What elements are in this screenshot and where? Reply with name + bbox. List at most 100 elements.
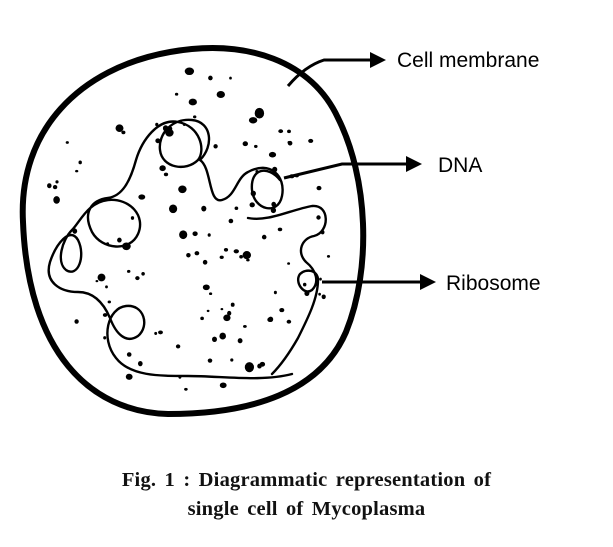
ribosome-dot [220, 308, 224, 311]
ribosome-dot [200, 316, 204, 321]
ribosome-dot [308, 138, 314, 143]
ribosome-dot [223, 314, 231, 322]
arrow-dna [283, 162, 408, 180]
ribosome-dot [230, 302, 235, 307]
ribosome-dot [244, 362, 255, 373]
caption-line-1: Fig. 1 : Diagrammatic representation of [121, 469, 492, 491]
ribosome-dot [208, 75, 213, 81]
ribosome-dot [74, 319, 79, 324]
ribosome-dot [257, 363, 262, 369]
ribosome-dot [318, 292, 321, 296]
ribosome-dot [202, 259, 208, 265]
ribosome-dot [233, 249, 239, 254]
ribosome-dot [254, 144, 258, 148]
ribosome-dot [165, 128, 174, 137]
ribosome-dot [319, 277, 322, 281]
ribosome-dot [121, 130, 126, 135]
ribosome-dot [155, 122, 159, 127]
ribosome-dot [135, 276, 140, 281]
ribosome-dot [223, 247, 229, 252]
ribosome-dot [47, 183, 52, 189]
ribosome-dot [219, 255, 224, 260]
ribosome-dot [228, 218, 234, 224]
ribosome-dot [246, 258, 250, 262]
ribosome-dot [75, 169, 79, 173]
ribosome-dot [159, 165, 166, 172]
ribosome-dot [212, 336, 217, 343]
ribosome-dot [95, 280, 99, 283]
ribosome-dot [115, 124, 124, 133]
ribosome-dot [207, 233, 211, 237]
ribosome-dot [316, 185, 322, 191]
ribosome-dot [202, 284, 210, 291]
figure-caption: Fig. 1 : Diagrammatic representation of … [0, 466, 613, 524]
ribosome-dot [65, 141, 69, 144]
ribosome-dot [188, 98, 197, 106]
arrowhead-dna [406, 156, 422, 172]
ribosome-dot [174, 92, 179, 96]
dna-strand-upper [246, 204, 327, 376]
ribosome-dot [268, 316, 274, 322]
ribosome-dot [158, 330, 163, 335]
ribosome-dot [207, 358, 213, 363]
ribosome-dot [261, 234, 267, 240]
ribosome-dot [219, 382, 227, 389]
ribosome-dot [107, 300, 112, 304]
ribosome-dot [273, 290, 277, 295]
ribosome-dot [229, 76, 232, 80]
ribosome-dot [163, 172, 169, 177]
dna-strand [47, 118, 294, 380]
ribosome-dot [125, 373, 133, 380]
ribosome-dot [287, 262, 291, 265]
caption-line-2: single cell of Mycoplasma [187, 498, 426, 520]
ribosome-dot [126, 352, 132, 357]
ribosome-dot [279, 308, 285, 313]
ribosome-dot [154, 331, 158, 335]
mycoplasma-diagram: Cell membrane DNA Ribosome [19, 45, 541, 417]
ribosome-dot [138, 194, 146, 200]
ribosome-dot [321, 294, 326, 300]
ribosome-dot [97, 273, 106, 282]
ribosome-dot [227, 310, 232, 316]
ribosome-dot [243, 324, 247, 328]
ribosome-dot [53, 196, 60, 204]
ribosome-dot [168, 204, 178, 214]
ribosome-dot [254, 107, 265, 119]
ribosome-dot [213, 144, 218, 149]
ribosome-dot [193, 115, 197, 119]
label-cell-membrane: Cell membrane [397, 49, 539, 72]
ribosome-dot [117, 237, 122, 243]
ribosome-dot [192, 231, 198, 237]
ribosome-dot [326, 255, 331, 258]
ribosome-dot [234, 206, 239, 211]
ribosome-dot [186, 252, 191, 258]
ribosome-dot [287, 129, 291, 134]
ribosome-dot [216, 90, 225, 99]
ribosome-dot [286, 319, 292, 324]
ribosome-dot [137, 360, 143, 367]
ribosome-dot [126, 269, 131, 273]
ribosome-dot [55, 180, 59, 184]
ribosome-dot [206, 309, 210, 313]
ribosome-dot [103, 336, 107, 340]
ribosome-dot [52, 185, 58, 190]
arrowhead-ribosome [420, 274, 436, 290]
ribosome-dot [249, 202, 255, 208]
ribosome-dot [184, 387, 188, 391]
ribosome-dot [184, 67, 195, 76]
ribosome-dot [179, 230, 188, 240]
ribosome-dot [208, 292, 213, 296]
ribosome-dot [287, 140, 291, 144]
ribosome-dot [102, 313, 108, 317]
ribosome-dot [230, 358, 234, 362]
ribosome-dot [316, 215, 321, 220]
ribosome-dot [278, 129, 284, 134]
ribosome-dot [248, 117, 258, 124]
arrow-cell-membrane [286, 58, 370, 87]
ribosome-dot [237, 338, 243, 344]
ribosome-dot [178, 185, 187, 194]
label-dna: DNA [438, 154, 482, 177]
ribosome-dot [130, 216, 135, 220]
ribosome-dot [242, 250, 252, 260]
ribosome-dot [194, 251, 200, 256]
